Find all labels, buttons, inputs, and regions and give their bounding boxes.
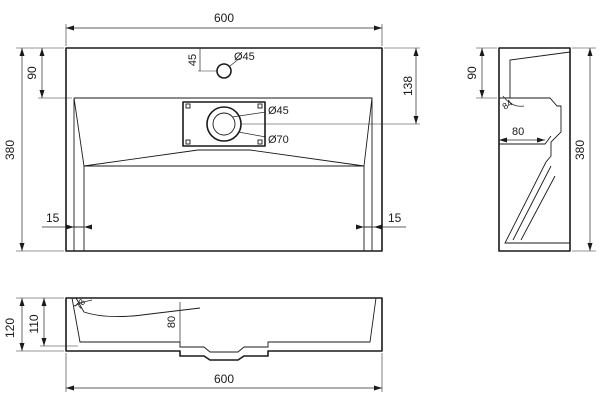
drain-plate-screw: [257, 103, 263, 109]
dim-rim-left: 15: [42, 211, 92, 230]
dim-tap-offset: 90: [25, 48, 72, 99]
dim-side-top-label: 90: [465, 66, 479, 80]
front-view-outline: [65, 297, 383, 361]
dim-drain-outer-label: Ø70: [268, 134, 289, 146]
drain-outer-circle: [206, 106, 242, 142]
front-view: [65, 297, 383, 361]
front-view-rim-curve: [75, 297, 201, 318]
tap-hole: [216, 63, 232, 79]
dim-side-top: 90: [465, 47, 497, 99]
dim-rim-right: 15: [356, 211, 406, 230]
drain-inner-circle: [212, 112, 236, 136]
dim-side-angle: 84: [500, 95, 525, 112]
dim-front-inner-label: 110: [27, 314, 41, 333]
dim-top-width: 600: [65, 11, 383, 46]
dim-drain-inner-label: Ø45: [268, 105, 289, 117]
dim-drain-depth: 138: [241, 47, 420, 125]
dim-tap-offset-label: 90: [25, 66, 39, 80]
dim-rim-right-label: 15: [388, 211, 402, 225]
dim-front-width-label: 600: [214, 372, 234, 386]
dim-side-height: 380: [572, 47, 596, 252]
front-view-bowl: [71, 297, 377, 353]
top-view-outline: [65, 47, 383, 252]
dim-drain-depth-label: 138: [401, 76, 415, 96]
dim-top-height-label: 380: [3, 140, 17, 160]
side-view-hatch: [512, 165, 556, 241]
dim-front-bowl-label: 80: [166, 316, 178, 328]
dim-side-height-label: 380: [573, 140, 587, 160]
dim-front-angle: 78: [73, 297, 93, 311]
dim-front-width: 600: [65, 353, 383, 392]
dim-side-angle-label: 84: [500, 98, 514, 112]
dim-side-depth-label: 80: [512, 126, 524, 138]
dim-rim-left-label: 15: [46, 211, 60, 225]
dim-front-inner: 110: [27, 298, 78, 347]
dim-tap-hole: 45 Ø45: [187, 48, 255, 72]
side-view-section: [498, 51, 571, 251]
dim-tap-hole-dia-label: Ø45: [234, 51, 255, 63]
dim-drain-diameters: Ø45 Ø70: [231, 105, 289, 146]
dim-top-width-label: 600: [214, 11, 234, 25]
dim-side-depth: 80: [499, 126, 545, 143]
dim-top-height: 380: [3, 47, 64, 252]
dim-front-total: 120: [3, 297, 64, 352]
drain-plate-screw: [257, 139, 263, 145]
drain-plate-screw: [185, 139, 191, 145]
side-view: [498, 47, 571, 252]
dim-front-angle-label: 78: [73, 297, 87, 311]
dim-tap-hole-side-label: 45: [187, 54, 199, 66]
top-view: [65, 47, 383, 252]
dim-front-bowl: 80: [166, 302, 181, 342]
dim-front-total-label: 120: [3, 318, 17, 338]
drain-plate-screw: [185, 103, 191, 109]
